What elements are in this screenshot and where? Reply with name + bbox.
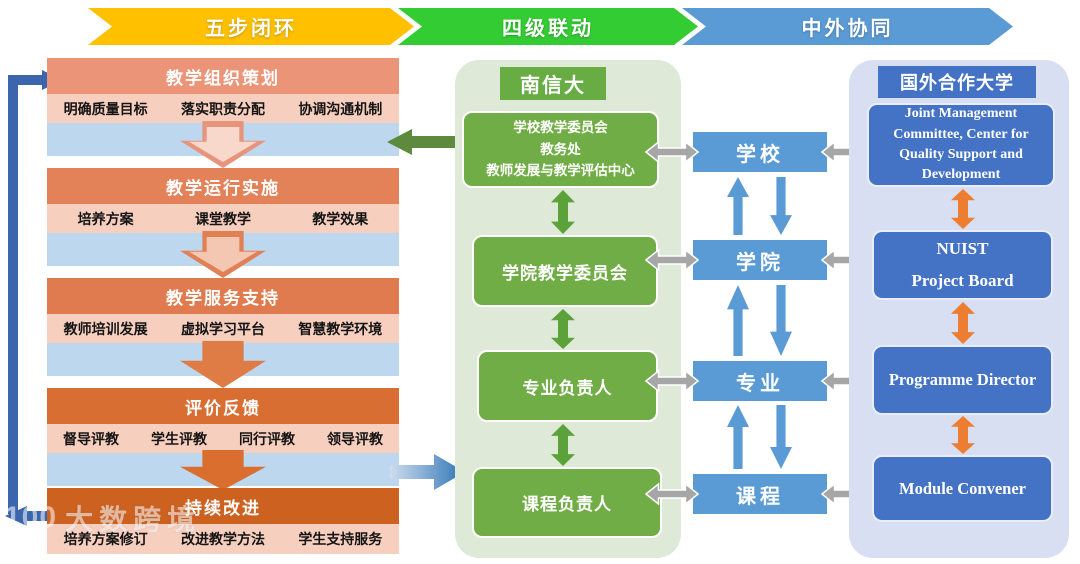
item-label: 同行评教 [239,430,295,447]
item-label: 培养方案 [77,210,134,227]
process-block-title-continuous-improvement: 持续改进 [47,488,399,524]
level-box-course: 课程 [693,474,827,514]
feedback-loop-line [8,78,18,514]
item-label: 明确质量目标 [63,100,148,117]
foreign-box-line: Project Board [911,271,1014,290]
stage-label: 五步闭环 [205,18,297,40]
foreign-box-nuist-project-board: NUIST Project Board [872,230,1053,300]
orange-double-arrow-icon [950,302,976,344]
foreign-box-line: Joint Management Committee, Center for Q… [893,106,1029,183]
process-block-items: 明确质量目标 落实职责分配 协调沟通机制 [47,94,399,123]
gray-link-arrow-icon [645,481,699,507]
process-block-title-planning: 教学组织策划 [47,58,399,94]
level-up-arrow-icon [727,285,749,356]
level-box-programme: 专业 [693,361,827,401]
item-label: 教学效果 [312,210,369,227]
down-arrow-icon [180,121,266,168]
level-down-arrow-icon [770,177,792,235]
foreign-box-line: NUIST [936,238,989,258]
level-down-arrow-icon [770,405,792,469]
org-box-college-committee: 学院教学委员会 [472,235,658,307]
foreign-box-programme-director: Programme Director [872,345,1053,415]
item-label: 督导评教 [63,430,119,447]
org-box-line: 学校教学委员会 [513,119,608,135]
level-box-school: 学校 [693,132,827,172]
process-block-items: 督导评教 学生评教 同行评教 领导评教 [47,424,399,453]
stage-label: 四级联动 [502,18,594,40]
foreign-box-line: Module Convener [899,478,1026,498]
level-up-arrow-icon [727,177,749,235]
item-label: 教师培训发展 [63,320,148,337]
gray-link-arrow-icon [645,368,699,394]
item-label: 培养方案修订 [63,531,148,547]
level-down-arrow-icon [770,285,792,356]
item-label: 协调沟通机制 [298,100,383,117]
item-label: 课堂教学 [194,210,251,227]
org-box-line: 学院教学委员会 [502,263,628,283]
org-box-programme-leader: 专业负责人 [477,350,658,422]
org-box-line: 课程负责人 [522,495,612,514]
foreign-box-joint-management-committee: Joint Management Committee, Center for Q… [867,103,1055,187]
gray-link-arrow-icon [645,139,699,165]
down-arrow-icon [180,341,266,388]
org-box-university-committee: 学校教学委员会 教务处 教师发展与教学评估中心 [462,111,659,188]
green-double-arrow-icon [550,190,576,234]
green-double-arrow-icon [550,309,576,349]
stage-chevron-sino-foreign-collaboration: 中外协同 [682,8,1013,45]
item-label: 落实职责分配 [180,100,265,117]
level-up-arrow-icon [727,405,749,469]
level-box-college: 学院 [693,240,827,280]
stage-chevron-four-level-linkage: 四级联动 [398,8,698,45]
item-label: 领导评教 [327,430,383,447]
stage-chevron-five-step-loop: 五步闭环 [88,8,414,45]
foreign-box-line: Programme Director [888,370,1037,389]
process-block-items: 培养方案修订 改进教学方法 学生支持服务 [47,524,399,554]
orange-double-arrow-icon [950,416,976,454]
green-double-arrow-icon [550,424,576,466]
item-label: 智慧教学环境 [298,320,383,337]
orange-double-arrow-icon [950,189,976,229]
foreign-box-module-convener: Module Convener [872,455,1053,522]
green-connector-arrow-icon [386,127,460,157]
item-label: 学生支持服务 [298,531,383,547]
nuist-panel-title: 南信大 [500,67,606,100]
item-label: 改进教学方法 [180,531,265,547]
process-block-items: 培养方案 课堂教学 教学效果 [47,204,399,233]
org-box-line: 教务处 [540,141,581,157]
process-block-title-implementation: 教学运行实施 [47,168,399,204]
item-label: 虚拟学习平台 [180,320,265,337]
down-arrow-icon [180,231,266,278]
blue-connector-arrow-icon [390,452,466,492]
stage-label: 中外协同 [801,18,894,40]
org-box-line: 教师发展与教学评估中心 [486,163,635,179]
org-box-line: 专业负责人 [522,378,613,398]
process-block-title-evaluation-feedback: 评价反馈 [47,388,399,424]
process-block-title-service-support: 教学服务支持 [47,278,399,314]
process-block-items: 教师培训发展 虚拟学习平台 智慧教学环境 [47,314,399,343]
org-box-course-leader: 课程负责人 [472,467,662,538]
down-arrow-icon [180,450,266,490]
foreign-panel-title: 国外合作大学 [878,66,1036,98]
gray-link-arrow-icon [645,247,699,273]
item-label: 学生评教 [151,430,207,447]
